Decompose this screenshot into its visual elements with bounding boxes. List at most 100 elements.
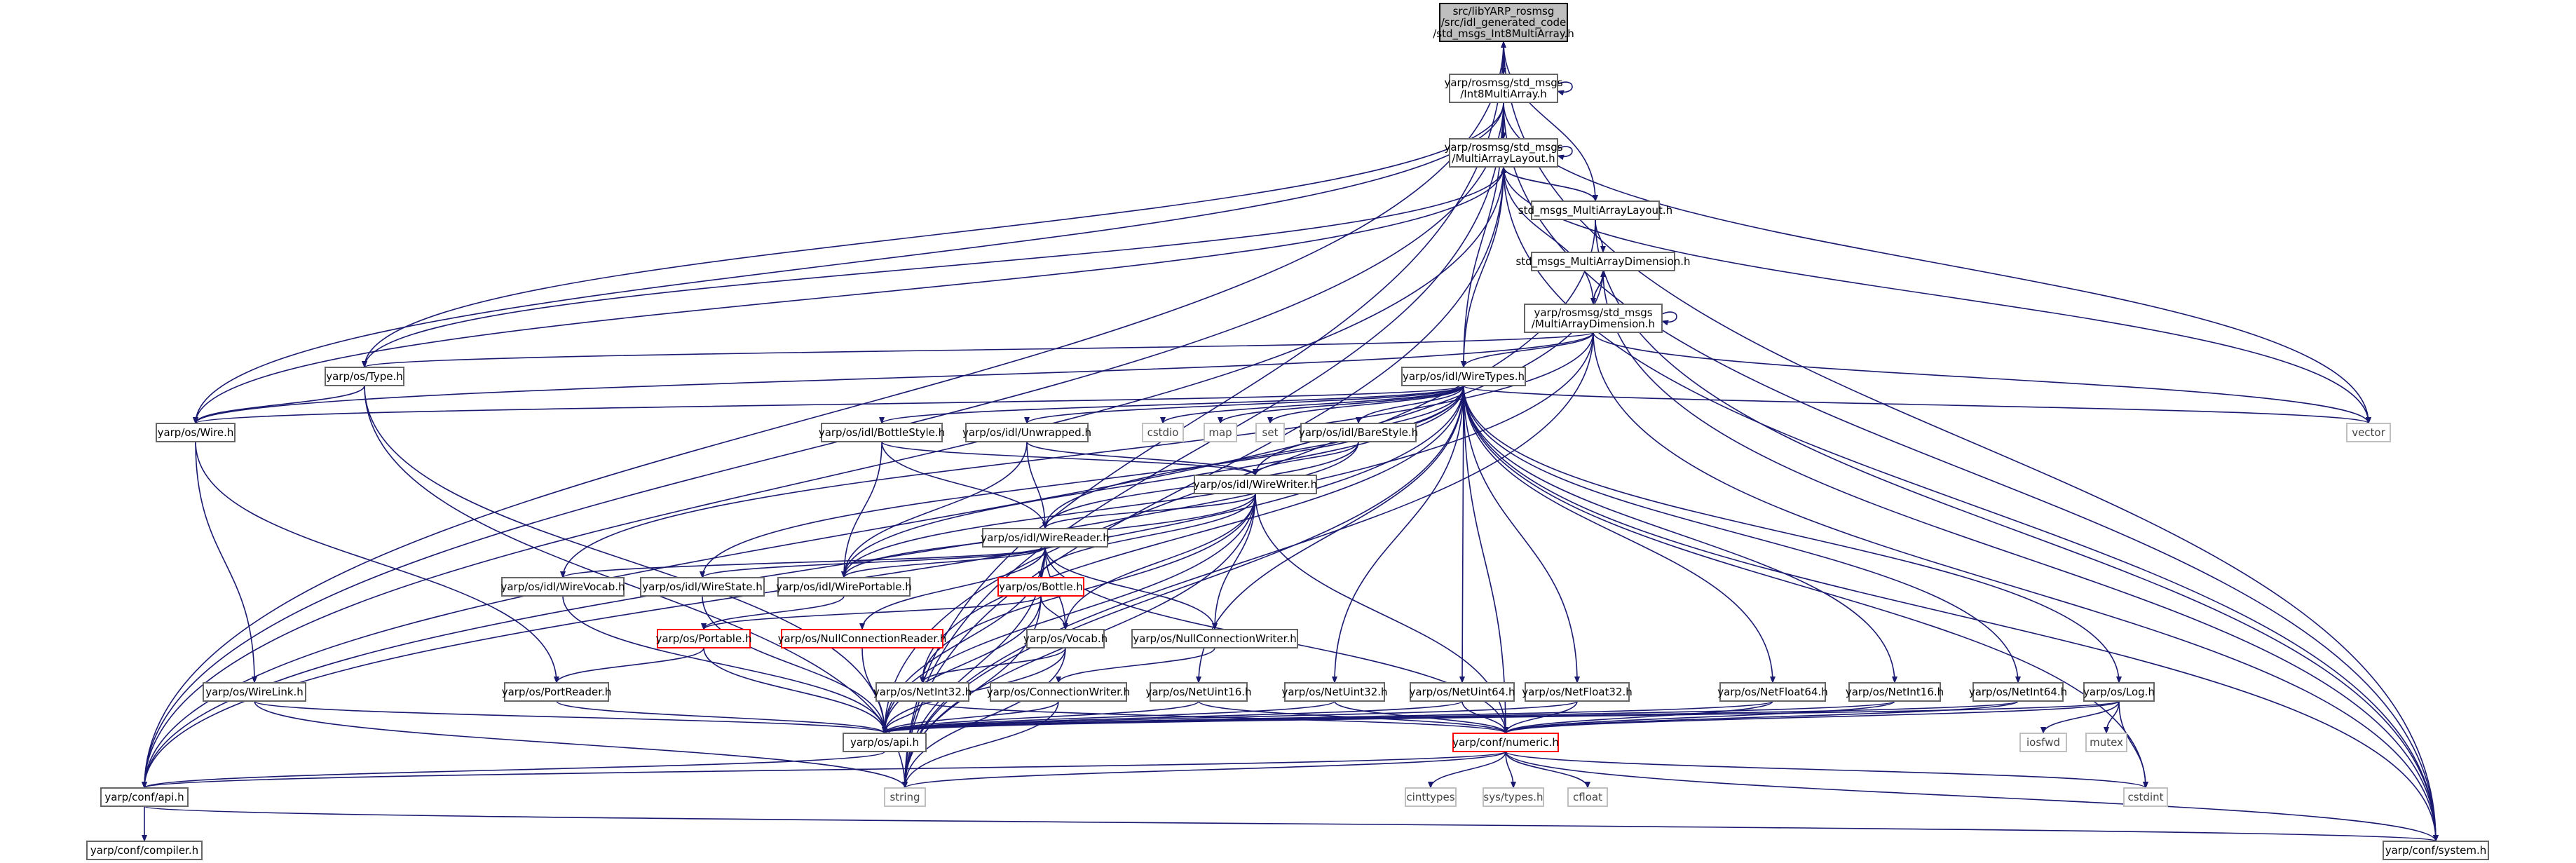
node-netint64[interactable]: yarp/os/NetInt64.h — [1969, 682, 2067, 702]
node-unwrapped[interactable]: yarp/os/idl/Unwrapped.h — [962, 423, 1091, 442]
node-root[interactable]: src/libYARP_rosmsg/src/idl_generated_cod… — [1433, 3, 1574, 42]
edge-portable-to-portreader — [554, 647, 704, 684]
node-label: cstdint — [2127, 791, 2163, 803]
node-log[interactable]: yarp/os/Log.h — [2083, 682, 2155, 702]
node-box — [1531, 252, 1675, 271]
edge-wiretypes-to-unwrapped — [1024, 385, 1464, 424]
edge-smad-to-system — [1602, 270, 2439, 842]
node-smal[interactable]: std_msgs_MultiArrayLayout.h — [1518, 201, 1672, 220]
node-vocab[interactable]: yarp/os/Vocab.h — [1023, 629, 1108, 648]
node-label: yarp/os/NetUint16.h — [1145, 686, 1251, 698]
edge-wiretypes-to-wirestate — [700, 385, 1464, 578]
edges-layer — [142, 41, 2439, 842]
edge-connwriter-to-string — [902, 700, 1059, 789]
node-netfloat32[interactable]: yarp/os/NetFloat32.h — [1522, 682, 1633, 702]
node-int8ma[interactable]: yarp/rosmsg/std_msgs/Int8MultiArray.h — [1444, 74, 1563, 103]
edge-unwrapped-to-wirewriter — [1026, 441, 1258, 476]
edge-type-to-api — [364, 385, 887, 734]
node-label: cinttypes — [1406, 791, 1454, 803]
edge-wiretypes-to-netfloat64 — [1463, 385, 1776, 684]
node-netuint16[interactable]: yarp/os/NetUint16.h — [1145, 682, 1252, 702]
edge-vocab-to-netint32 — [920, 647, 1066, 684]
node-iosfwd[interactable]: iosfwd — [2019, 733, 2067, 752]
node-bottle[interactable]: yarp/os/Bottle.h — [997, 577, 1084, 597]
edge-smal-to-mal — [1501, 166, 1596, 202]
node-label: yarp/conf/compiler.h — [90, 844, 198, 857]
node-mad[interactable]: yarp/rosmsg/std_msgs/MultiArrayDimension… — [1524, 304, 1663, 333]
node-nullcw[interactable]: yarp/os/NullConnectionWriter.h — [1131, 629, 1298, 648]
node-system[interactable]: yarp/conf/system.h — [2383, 841, 2489, 860]
node-set[interactable]: set — [1255, 423, 1285, 442]
node-wire[interactable]: yarp/os/Wire.h — [156, 423, 236, 442]
node-systypes[interactable]: sys/types.h — [1483, 787, 1544, 807]
node-confapi[interactable]: yarp/conf/api.h — [100, 787, 189, 807]
node-barestyle[interactable]: yarp/os/idl/BareStyle.h — [1299, 423, 1418, 442]
node-label: /MultiArrayDimension.h — [1532, 318, 1655, 330]
edge-wiretypes-to-barestyle — [1356, 385, 1464, 424]
node-netint32[interactable]: yarp/os/NetInt32.h — [873, 682, 972, 702]
node-type[interactable]: yarp/os/Type.h — [325, 367, 404, 386]
node-api[interactable]: yarp/os/api.h — [843, 733, 927, 752]
node-wireportable[interactable]: yarp/os/idl/WirePortable.h — [776, 577, 912, 597]
node-portable[interactable]: yarp/os/Portable.h — [656, 629, 752, 648]
node-smad[interactable]: std_msgs_MultiArrayDimension.h — [1515, 252, 1691, 271]
edge-smal-to-system — [1595, 219, 2439, 842]
node-box — [1204, 423, 1237, 442]
node-mal[interactable]: yarp/rosmsg/std_msgs/MultiArrayLayout.h — [1444, 138, 1563, 168]
edge-wiretypes-to-wireportable — [841, 385, 1464, 578]
node-label: yarp/os/idl/BottleStyle.h — [819, 426, 945, 439]
edge-mad-to-mad — [1661, 311, 1677, 326]
edge-wiretypes-to-netint16 — [1463, 385, 1897, 684]
edge-wiretypes-to-map — [1218, 385, 1464, 424]
node-box — [501, 577, 625, 597]
node-wirestate[interactable]: yarp/os/idl/WireState.h — [640, 577, 765, 597]
node-box — [640, 577, 765, 597]
node-connwriter[interactable]: yarp/os/ConnectionWriter.h — [987, 682, 1130, 702]
node-box — [965, 423, 1089, 442]
node-compiler[interactable]: yarp/conf/compiler.h — [86, 841, 203, 860]
node-wirewriter[interactable]: yarp/os/idl/WireWriter.h — [1194, 475, 1317, 494]
edge-mad-to-wire — [193, 332, 1594, 424]
node-box — [1300, 423, 1417, 442]
node-wirevocab[interactable]: yarp/os/idl/WireVocab.h — [500, 577, 625, 597]
node-nullcr[interactable]: yarp/os/NullConnectionReader.h — [778, 629, 947, 648]
node-portreader[interactable]: yarp/os/PortReader.h — [502, 682, 612, 702]
node-cstdint[interactable]: cstdint — [2123, 787, 2168, 807]
node-label: yarp/os/Bottle.h — [999, 580, 1083, 593]
edge-netint64-to-numeric — [1503, 700, 2019, 734]
node-wiretypes[interactable]: yarp/os/idl/WireTypes.h — [1401, 367, 1526, 386]
node-box — [1483, 787, 1544, 807]
edge-mal-to-mal — [1557, 146, 1573, 161]
edge-wiretypes-to-log — [1463, 385, 2122, 684]
node-label: yarp/os/idl/Unwrapped.h — [962, 426, 1091, 439]
node-string[interactable]: string — [884, 787, 926, 807]
node-label: yarp/rosmsg/std_msgs — [1444, 76, 1562, 90]
node-netint16[interactable]: yarp/os/NetInt16.h — [1846, 682, 1944, 702]
node-bottlestyle[interactable]: yarp/os/idl/BottleStyle.h — [819, 423, 945, 442]
node-label: vector — [2352, 426, 2385, 439]
node-cinttypes[interactable]: cinttypes — [1405, 787, 1457, 807]
node-map[interactable]: map — [1204, 423, 1237, 442]
edge-mal-to-wire — [193, 166, 1504, 424]
node-label: std_msgs_MultiArrayLayout.h — [1518, 204, 1672, 217]
edge-wirewriter-to-bottle — [1038, 493, 1256, 578]
node-numeric[interactable]: yarp/conf/numeric.h — [1452, 733, 1559, 752]
edge-portreader-to-api — [556, 700, 887, 734]
node-mutex[interactable]: mutex — [2085, 733, 2127, 752]
node-box — [1567, 787, 1608, 807]
node-wirelink[interactable]: yarp/os/WireLink.h — [203, 682, 306, 702]
node-label: yarp/conf/system.h — [2385, 844, 2487, 857]
node-netfloat64[interactable]: yarp/os/NetFloat64.h — [1717, 682, 1828, 702]
node-label: yarp/os/idl/WireTypes.h — [1403, 370, 1525, 383]
node-netuint32[interactable]: yarp/os/NetUint32.h — [1281, 682, 1388, 702]
node-cstdio[interactable]: cstdio — [1142, 423, 1184, 442]
node-vector[interactable]: vector — [2346, 423, 2391, 442]
edge-wirereader-to-wireportable — [841, 546, 1046, 578]
node-netuint64[interactable]: yarp/os/NetUint64.h — [1409, 682, 1515, 702]
node-label: yarp/os/NetFloat64.h — [1717, 686, 1828, 698]
edge-int8ma-to-confapi — [142, 102, 1504, 789]
node-cfloat[interactable]: cfloat — [1567, 787, 1608, 807]
node-box — [1719, 682, 1826, 702]
node-wirereader[interactable]: yarp/os/idl/WireReader.h — [981, 528, 1110, 548]
